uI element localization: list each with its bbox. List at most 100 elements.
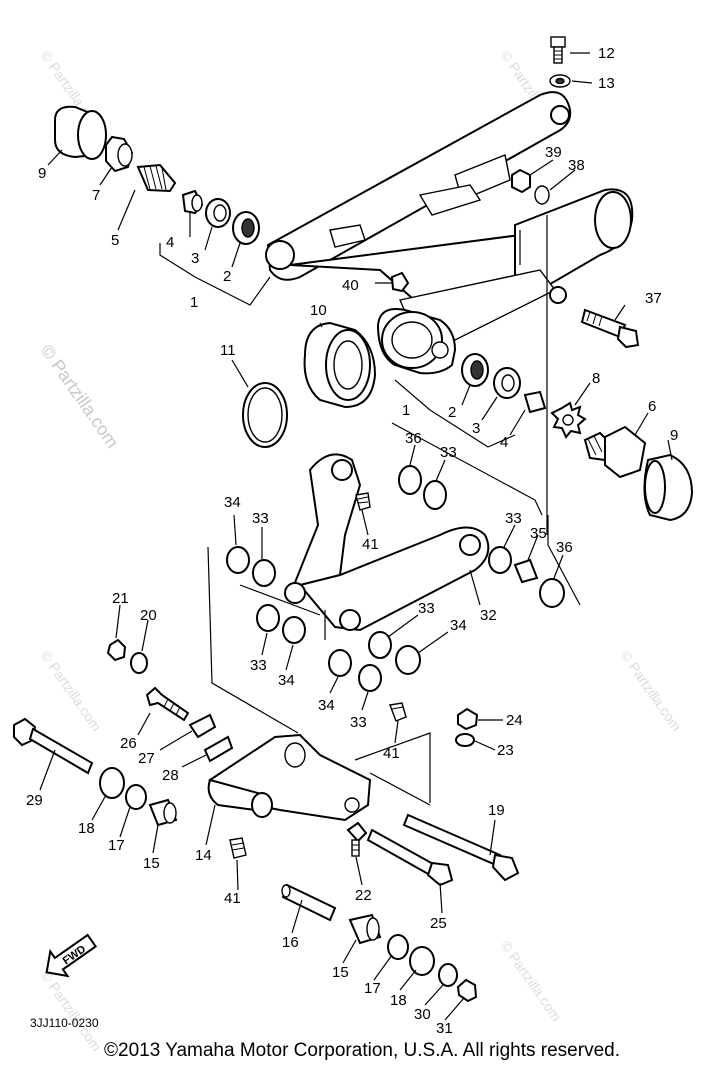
callout-18b: 18 — [390, 992, 407, 1009]
part-9-cap — [54, 105, 107, 160]
callout-18: 18 — [78, 820, 95, 837]
callout-25: 25 — [430, 915, 447, 932]
callout-41: 41 — [362, 536, 379, 553]
callout-33d: 33 — [250, 657, 267, 674]
callout-40: 40 — [342, 277, 359, 294]
callout-2: 2 — [223, 268, 231, 285]
part-36-collar — [539, 578, 565, 608]
part-4-collar-b — [523, 390, 547, 414]
watermark-corner: © Partzilla.com — [618, 648, 685, 734]
callout-36b: 36 — [556, 539, 573, 556]
callout-20: 20 — [140, 607, 157, 624]
callout-1b: 1 — [402, 402, 410, 419]
watermark-corner: © Partzilla.com — [498, 938, 565, 1024]
callout-24: 24 — [506, 712, 523, 729]
callout-labels: 12 13 9 7 5 4 3 2 1 39 38 40 10 11 37 8 … — [26, 45, 678, 1037]
callout-15b: 15 — [332, 964, 349, 981]
part-32-relay-arm — [284, 453, 490, 632]
leader-lines-middle — [207, 422, 581, 806]
callout-32: 32 — [480, 607, 497, 624]
part-41-grease-nipple-c — [229, 837, 247, 859]
part-34-seal — [395, 645, 421, 675]
part-3-seal — [205, 198, 231, 228]
callout-1: 1 — [190, 294, 198, 311]
callout-33c: 33 — [505, 510, 522, 527]
part-39-nut — [511, 168, 531, 194]
callout-21: 21 — [112, 590, 129, 607]
part-35-collar — [513, 558, 539, 584]
part-3-seal-b — [493, 367, 521, 399]
callout-17: 17 — [108, 837, 125, 854]
part-38-washer — [534, 185, 550, 205]
callout-5: 5 — [111, 232, 119, 249]
swing-arm-hub — [376, 308, 457, 375]
part-17-seal-b — [387, 934, 409, 960]
callout-10: 10 — [310, 302, 327, 319]
callout-41b: 41 — [383, 745, 400, 762]
part-33-seal — [256, 604, 280, 632]
callout-3b: 3 — [472, 420, 480, 437]
copyright-notice: ©2013 Yamaha Motor Corporation, U.S.A. A… — [104, 1040, 620, 1061]
callout-29: 29 — [26, 792, 43, 809]
part-5-shaft — [136, 163, 177, 193]
part-6-adjuster — [583, 425, 647, 479]
part-30-washer — [438, 963, 458, 987]
callout-leaders — [39, 52, 673, 1021]
part-27-plate — [188, 713, 217, 739]
callout-8: 8 — [592, 370, 600, 387]
part-34-seal — [282, 616, 306, 644]
callout-17b: 17 — [364, 980, 381, 997]
callout-34d: 34 — [318, 697, 335, 714]
callout-4: 4 — [166, 234, 174, 251]
leader-lines-1a — [159, 243, 271, 306]
callout-23: 23 — [497, 742, 514, 759]
callout-28: 28 — [162, 767, 179, 784]
callout-36: 36 — [405, 430, 422, 447]
part-2-bearing — [232, 211, 260, 245]
callout-11: 11 — [220, 342, 236, 359]
callout-37: 37 — [645, 290, 662, 307]
part-14-connecting-arm — [207, 733, 372, 822]
part-10-ring-nut — [303, 321, 377, 409]
part-17-seal — [125, 784, 147, 810]
callout-6: 6 — [648, 398, 656, 415]
part-21-nut — [106, 638, 127, 662]
callout-33f: 33 — [350, 714, 367, 731]
leader-lines-1b — [394, 215, 548, 535]
callout-7: 7 — [92, 187, 100, 204]
part-4-collar — [181, 189, 204, 215]
callout-34c: 34 — [450, 617, 467, 634]
part-7-nut — [105, 135, 134, 173]
part-33-seal — [423, 480, 447, 510]
callout-27: 27 — [138, 750, 155, 767]
part-29-bolt — [13, 717, 94, 775]
part-33-seal — [252, 559, 276, 587]
part-37-bolt — [580, 308, 640, 349]
callout-41c: 41 — [224, 890, 241, 907]
callout-30: 30 — [414, 1006, 431, 1023]
part-24-nut — [457, 707, 479, 731]
part-34-seal — [328, 649, 352, 677]
part-26-bolt — [145, 686, 190, 722]
callout-26: 26 — [120, 735, 137, 752]
callout-4b: 4 — [500, 434, 508, 451]
part-2-bearing-b — [461, 353, 489, 387]
part-34-seal — [226, 546, 250, 574]
part-25-bolt — [366, 828, 454, 887]
callout-33b: 33 — [252, 510, 269, 527]
part-40-grease-nipple — [375, 271, 410, 293]
diagram-code: 3JJ110-0230 — [30, 1016, 99, 1030]
callout-34: 34 — [224, 494, 241, 511]
callout-19: 19 — [488, 802, 505, 819]
part-15-bushing-b — [348, 913, 382, 945]
part-18-washer — [99, 767, 125, 799]
part-19-bolt — [402, 813, 520, 882]
part-36-collar — [398, 465, 422, 495]
part-12-bolt — [550, 36, 566, 64]
part-22-bolt — [346, 821, 368, 857]
part-41-grease-nipple-b — [389, 702, 407, 722]
part-28-plate — [203, 735, 234, 763]
part-15-bushing — [148, 798, 178, 827]
callout-33: 33 — [440, 444, 457, 461]
watermark-main: © Partzilla.com — [37, 341, 123, 452]
